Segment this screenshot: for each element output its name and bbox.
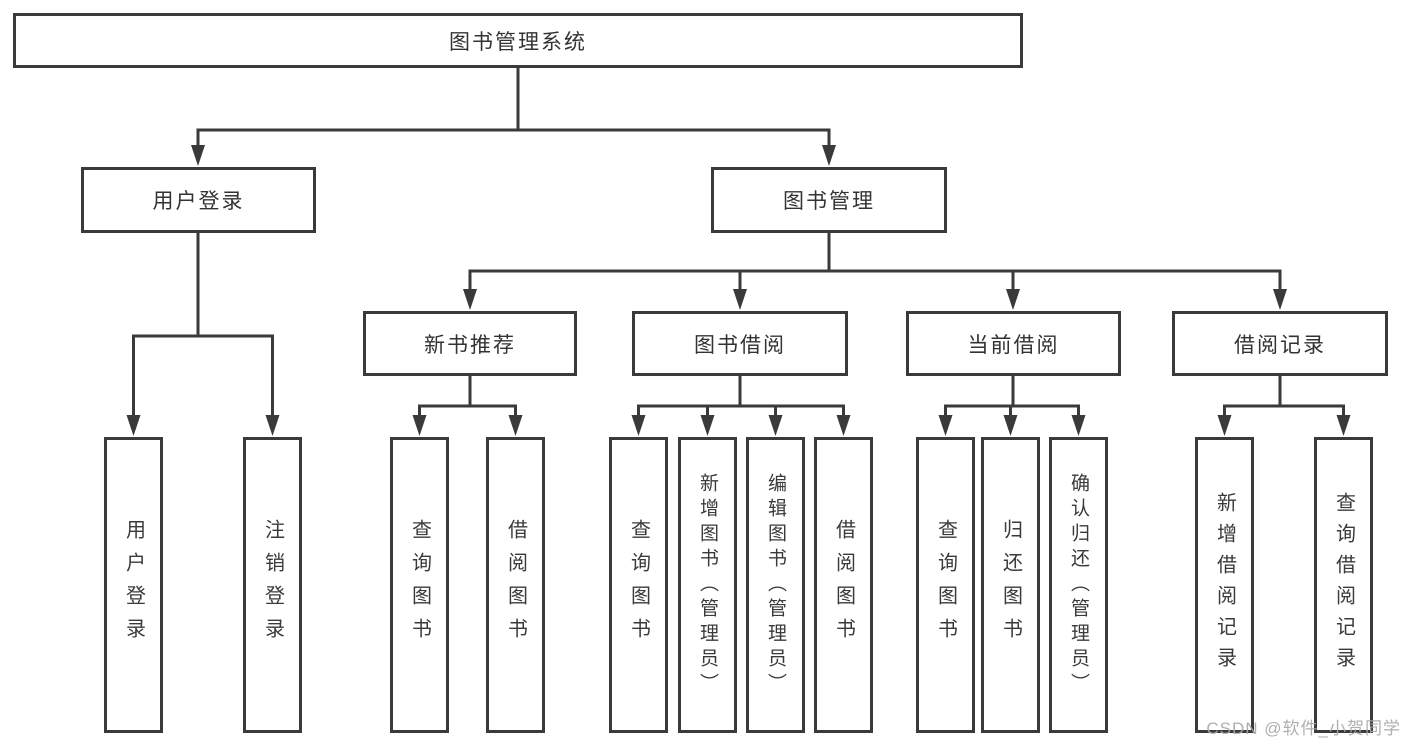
node-label: 借阅图书 xyxy=(832,519,855,651)
node-label: 图书管理系统 xyxy=(449,30,587,54)
leaf-return-books: 归还图书 xyxy=(981,437,1040,733)
node-label: 新书推荐 xyxy=(424,333,516,357)
node-label: 新增借阅记录 xyxy=(1213,492,1236,678)
leaf-query-books-recommend: 查询图书 xyxy=(390,437,449,733)
node-label: 图书管理 xyxy=(783,190,875,213)
leaf-borrow-books-recommend: 借阅图书 xyxy=(486,437,545,733)
leaf-confirm-return-admin: 确认归还（管理员） xyxy=(1049,437,1108,733)
node-book-borrow: 图书借阅 xyxy=(632,311,848,376)
node-label: 查询借阅记录 xyxy=(1332,492,1355,678)
node-user-login: 用户登录 xyxy=(81,167,316,233)
node-library-system-root: 图书管理系统 xyxy=(13,13,1023,68)
leaf-query-books-current: 查询图书 xyxy=(916,437,975,733)
csdn-watermark: CSDN @软件_小贺同学 xyxy=(1206,719,1401,738)
node-current-borrow: 当前借阅 xyxy=(906,311,1121,376)
leaf-edit-book-admin: 编辑图书（管理员） xyxy=(746,437,805,733)
leaf-query-borrow-record: 查询借阅记录 xyxy=(1314,437,1373,733)
leaf-logout: 注销登录 xyxy=(243,437,302,733)
leaf-borrow-books: 借阅图书 xyxy=(814,437,873,733)
node-label: 图书借阅 xyxy=(694,333,786,357)
leaf-add-borrow-record: 新增借阅记录 xyxy=(1195,437,1254,733)
node-label: 借阅图书 xyxy=(504,519,527,651)
node-label: 查询图书 xyxy=(934,519,957,651)
leaf-query-books-borrow: 查询图书 xyxy=(609,437,668,733)
node-label: 编辑图书（管理员） xyxy=(765,472,786,698)
node-label: 查询图书 xyxy=(627,519,650,651)
node-borrow-records: 借阅记录 xyxy=(1172,311,1388,376)
leaf-add-book-admin: 新增图书（管理员） xyxy=(678,437,737,733)
node-label: 用户登录 xyxy=(152,190,245,213)
node-label: 查询图书 xyxy=(408,519,431,651)
node-label: 借阅记录 xyxy=(1234,333,1326,357)
node-label: 当前借阅 xyxy=(967,333,1060,357)
leaf-user-login: 用户登录 xyxy=(104,437,163,733)
node-label: 注销登录 xyxy=(261,519,284,651)
node-label: 用户登录 xyxy=(122,519,145,651)
node-book-management: 图书管理 xyxy=(711,167,947,233)
node-label: 归还图书 xyxy=(999,519,1022,651)
node-new-book-recommend: 新书推荐 xyxy=(363,311,577,376)
node-label: 新增图书（管理员） xyxy=(697,472,718,698)
node-label: 确认归还（管理员） xyxy=(1068,472,1089,698)
